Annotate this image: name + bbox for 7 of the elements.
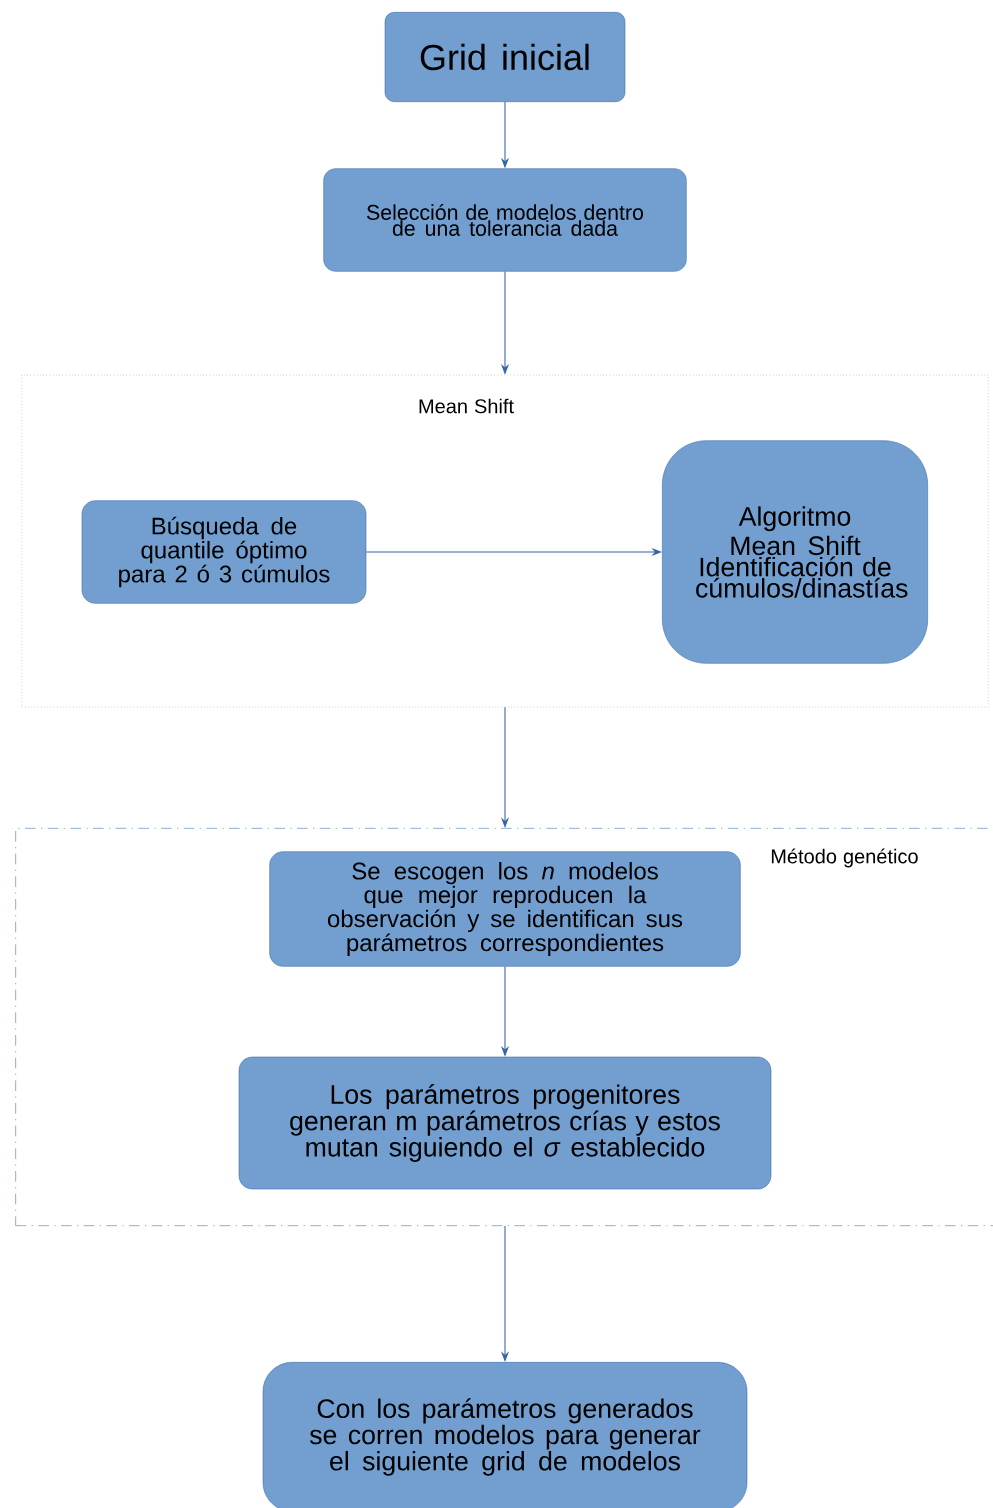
process-box: Los parámetros progenitores generan m parámetros crías y estos mutan siguiendo el σ establecido [238,1056,772,1190]
process-box: Búsqueda de quantile óptimo para 2 ó 3 cúmulos [81,500,367,604]
process-box: Con los parámetros generados se corren modelos para generar el siguiente grid de modelos [262,1362,748,1508]
process-box: Grid inicial [384,12,626,102]
process-box: Selección de modelos dentro de una tolerancia dada [323,168,687,272]
process-box: Se escogen los n modelos que mejor reproducen la observación y se identifican sus parámetros correspondientes [269,851,741,967]
process-box: Algoritmo Mean Shift Identificación de cúmulos/dinastías [662,440,928,664]
